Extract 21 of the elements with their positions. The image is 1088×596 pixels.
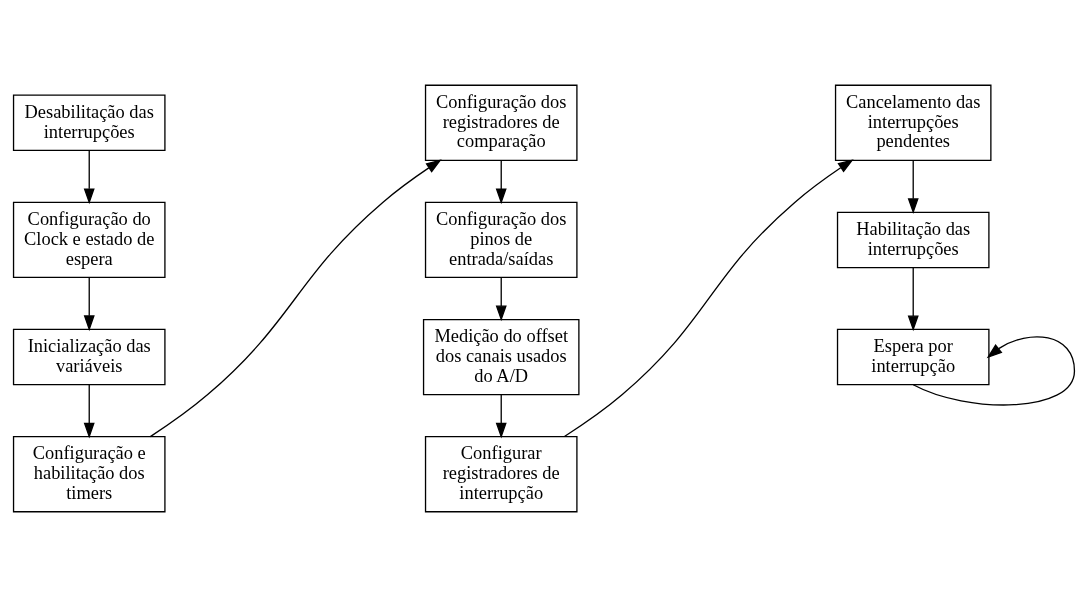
node-box: Configuração do Clock e estado de espera [12,201,166,278]
arrow [83,149,95,204]
arrow [83,276,95,331]
arrow [495,276,507,321]
node-box: Configurar registradores de interrupção [424,435,578,512]
node-box: Espera por interrupção [836,328,990,385]
node-box: Habilitação das interrupções [836,211,990,268]
arrow [149,158,442,437]
node-box: Desabilitação das interrupções [12,94,166,151]
node-box: Configuração dos registradores de comparação [424,84,578,161]
arrow [907,266,919,331]
arrow [495,159,507,204]
arrow [907,159,919,214]
node-box: Configuração dos pinos de entrada/saídas [424,201,578,278]
node-box: Inicialização das variáveis [12,328,166,385]
node-box: Configuração e habilitação dos timers [12,435,166,512]
node-box: Medição do offset dos canais usados do A/D [422,318,580,395]
arrow [83,383,95,438]
arrow [495,393,507,438]
node-box: Cancelamento das interrupções pendentes [834,84,992,161]
arrow [563,158,854,437]
